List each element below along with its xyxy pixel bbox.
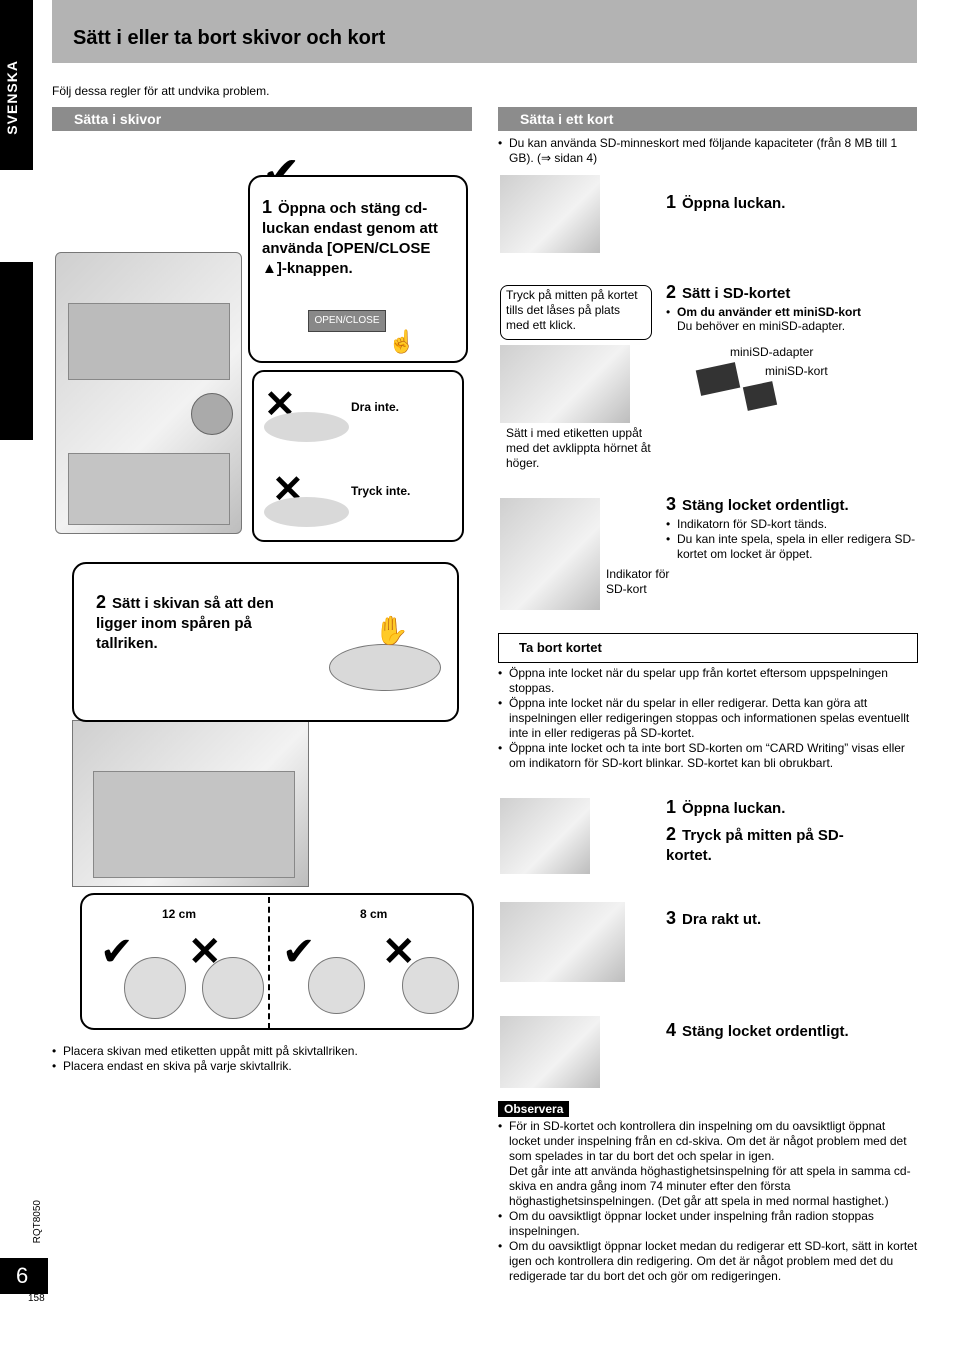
- step-text: Tryck på mitten på SD-kortet.: [666, 827, 844, 864]
- title-bar: Sätt i eller ta bort skivor och kort: [52, 0, 917, 63]
- language-label: SVENSKA: [4, 60, 20, 135]
- page-number: 6: [0, 1258, 48, 1294]
- open-lid-illustration: [500, 175, 600, 253]
- step-text: Öppna luckan.: [682, 800, 786, 817]
- list-item: Placera skivan med etiketten uppåt mitt …: [52, 1044, 472, 1059]
- size-12cm-label: 12 cm: [162, 907, 197, 921]
- step-number: 4: [666, 1020, 677, 1040]
- section-tab: [0, 262, 33, 440]
- list-item: Öppna inte locket när du spelar upp från…: [498, 666, 918, 696]
- step-text: Sätt i SD-kortet: [682, 285, 791, 302]
- minisd-adapter-illustration: [695, 362, 741, 396]
- remove-card-head: Ta bort kortet: [498, 633, 918, 663]
- minisd-label: miniSD-kort: [765, 364, 828, 378]
- list-item: Du kan inte spela, spela in eller redige…: [666, 532, 916, 562]
- hand-icon: ✋: [374, 615, 409, 646]
- disc-sizes-box: 12 cm 8 cm ✔ ✕ ✔ ✕: [80, 893, 474, 1030]
- list-item: Om du använder ett miniSD-kort: [666, 305, 916, 320]
- disc-wrong-12cm: [202, 957, 264, 1019]
- disc-tray-illustration: [264, 497, 349, 527]
- page-title: Sätt i eller ta bort skivor och kort: [73, 27, 386, 49]
- callout-label-up: Sätt i med etiketten uppåt med det avkli…: [506, 426, 651, 470]
- disc-correct-12cm: [124, 957, 186, 1019]
- list-item: Placera endast en skiva på varje skivtal…: [52, 1059, 472, 1074]
- minisd-note: Om du använder ett miniSD-kort: [666, 305, 916, 320]
- intro-text: Följ dessa regler för att undvika proble…: [52, 84, 270, 98]
- dont-push-label: Tryck inte.: [351, 484, 411, 498]
- step-text: Stäng locket ordentligt.: [682, 1023, 849, 1040]
- list-item: För in SD-kortet och kontrollera din ins…: [498, 1119, 918, 1209]
- disc-placement-illustration: [329, 644, 441, 691]
- callout-press-center: Tryck på mitten på kortet tills det låse…: [500, 285, 652, 340]
- step-text: Stäng locket ordentligt.: [682, 497, 849, 514]
- step-number: 1: [666, 192, 677, 212]
- divider: [268, 897, 270, 1029]
- size-8cm-label: 8 cm: [360, 907, 388, 921]
- step2-number: 2: [96, 592, 107, 612]
- language-tab: SVENSKA: [0, 0, 33, 170]
- close-lid-illustration: [500, 498, 600, 610]
- disc-wrong-8cm: [402, 957, 459, 1014]
- sub-page-number: 158: [28, 1293, 45, 1304]
- remove-bullets: Öppna inte locket när du spelar upp från…: [498, 666, 918, 771]
- pull-card-illustration: [500, 902, 625, 982]
- stereo-closeup: [72, 720, 309, 887]
- section-label: Komma igång: [10, 330, 25, 416]
- observe-bullets: För in SD-kortet och kontrollera din ins…: [498, 1119, 918, 1284]
- left-section-head: Sätta i skivor: [52, 107, 472, 131]
- stereo-illustration: [55, 252, 242, 534]
- minisd-card-illustration: [742, 381, 778, 411]
- step3-bullets: Indikatorn för SD-kort tänds. Du kan int…: [666, 517, 916, 562]
- open-close-button[interactable]: OPEN/CLOSE ▲: [308, 310, 386, 346]
- step-number: 2: [666, 824, 677, 844]
- insert-card-illustration: [500, 345, 630, 423]
- step-number: 2: [666, 282, 677, 302]
- step1-number: 1: [262, 197, 273, 217]
- disc-correct-8cm: [308, 957, 365, 1014]
- step-number: 1: [666, 797, 677, 817]
- list-item: Indikatorn för SD-kort tänds.: [666, 517, 916, 532]
- left-bullets: Placera skivan med etiketten uppåt mitt …: [52, 1044, 472, 1074]
- minisd-bold: Om du använder ett miniSD-kort: [677, 305, 862, 319]
- observe-badge: Observera: [498, 1101, 570, 1117]
- list-item: Du kan använda SD-minneskort med följand…: [498, 136, 918, 166]
- dont-pull-label: Dra inte.: [351, 400, 400, 414]
- list-item: Om du oavsiktligt öppnar locket medan du…: [498, 1239, 918, 1284]
- step2-text: Sätt i skivan så att den ligger inom spå…: [96, 595, 274, 652]
- check-icon: ✔: [100, 930, 134, 974]
- pointing-hand-icon: ☝: [388, 329, 416, 354]
- list-item: Öppna inte locket när du spelar in eller…: [498, 696, 918, 741]
- step-text: Dra rakt ut.: [682, 911, 762, 928]
- step-text: Öppna luckan.: [682, 195, 786, 212]
- disc-tray-illustration: [264, 412, 349, 442]
- list-item: Öppna inte locket och ta inte bort SD-ko…: [498, 741, 918, 771]
- indicator-label: Indikator för SD-kort: [606, 567, 670, 596]
- open-lid-illustration: [500, 798, 590, 874]
- minisd-adapter-note: Du behöver en miniSD-adapter.: [677, 319, 846, 333]
- doc-code: RQT8050: [32, 1200, 43, 1244]
- list-item: Om du oavsiktligt öppnar locket under in…: [498, 1209, 918, 1239]
- card-capacity-note: Du kan använda SD-minneskort med följand…: [498, 136, 918, 166]
- warning-box: ✕ Dra inte. ✕ Tryck inte.: [252, 370, 464, 542]
- close-lid-illustration: [500, 1016, 600, 1088]
- right-section-head: Sätta i ett kort: [498, 107, 917, 131]
- step-number: 3: [666, 494, 677, 514]
- step-number: 3: [666, 908, 677, 928]
- check-icon: ✔: [282, 930, 316, 974]
- adapter-label: miniSD-adapter: [730, 345, 814, 359]
- step1-text: Öppna och stäng cd-luckan endast genom a…: [262, 200, 438, 277]
